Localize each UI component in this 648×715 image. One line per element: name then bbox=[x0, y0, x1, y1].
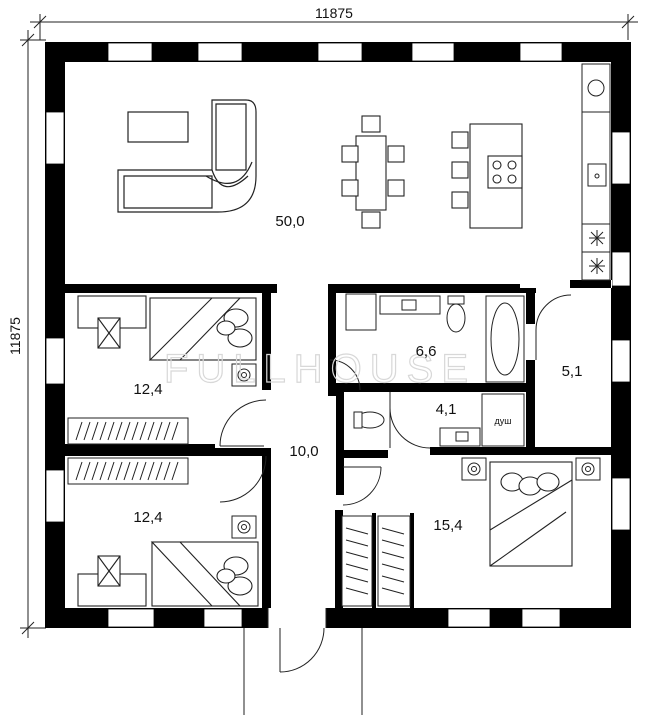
desk-top-left bbox=[77, 295, 147, 349]
room-label-master-bedroom: 15,4 bbox=[433, 517, 462, 534]
snowflake-icon bbox=[589, 230, 605, 246]
nightstand-master-left bbox=[461, 457, 487, 481]
entrance-door bbox=[243, 606, 363, 715]
dimension-height-label: 11875 bbox=[7, 317, 23, 355]
bed-bottom-left bbox=[150, 541, 259, 607]
snowflake-icon bbox=[589, 258, 605, 274]
dimension-left bbox=[20, 30, 46, 638]
wardrobe-top-left bbox=[67, 417, 189, 445]
room-label-wc: 4,1 bbox=[436, 401, 457, 418]
coffee-table bbox=[127, 111, 189, 143]
room-label-hall: 10,0 bbox=[289, 443, 318, 460]
bed-top-left bbox=[148, 297, 257, 361]
shower-stall bbox=[481, 393, 525, 447]
bathroom-toilet bbox=[446, 303, 466, 333]
nightstand-top-left bbox=[231, 363, 257, 387]
wc-fixtures bbox=[353, 393, 525, 447]
kitchen-island bbox=[451, 123, 523, 229]
shower-label: душ bbox=[495, 416, 512, 426]
room-label-storage: 5,1 bbox=[562, 363, 583, 380]
dining-table bbox=[341, 115, 405, 229]
nightstand-bottom-left bbox=[231, 515, 257, 539]
bathroom-fixtures bbox=[345, 293, 525, 383]
dimension-top bbox=[30, 14, 638, 40]
interior-doors bbox=[219, 294, 572, 506]
living-sofa bbox=[117, 99, 257, 213]
desk-bottom-left bbox=[77, 555, 147, 607]
wardrobe-master bbox=[341, 515, 411, 607]
watermark: FULLHOUSE bbox=[164, 347, 476, 391]
room-label-living-kitchen: 50,0 bbox=[275, 213, 304, 230]
master-bed bbox=[489, 461, 573, 567]
room-label-bedroom-top-left: 12,4 bbox=[133, 381, 162, 398]
interior-walls bbox=[65, 280, 612, 608]
room-label-bathroom: 6,6 bbox=[416, 343, 437, 360]
kitchen-counter bbox=[581, 63, 611, 281]
room-label-bedroom-bottom-left: 12,4 bbox=[133, 509, 162, 526]
nightstand-master-right bbox=[575, 457, 601, 481]
wardrobe-bottom-left bbox=[67, 457, 189, 485]
dimension-width-label: 11875 bbox=[315, 5, 353, 21]
